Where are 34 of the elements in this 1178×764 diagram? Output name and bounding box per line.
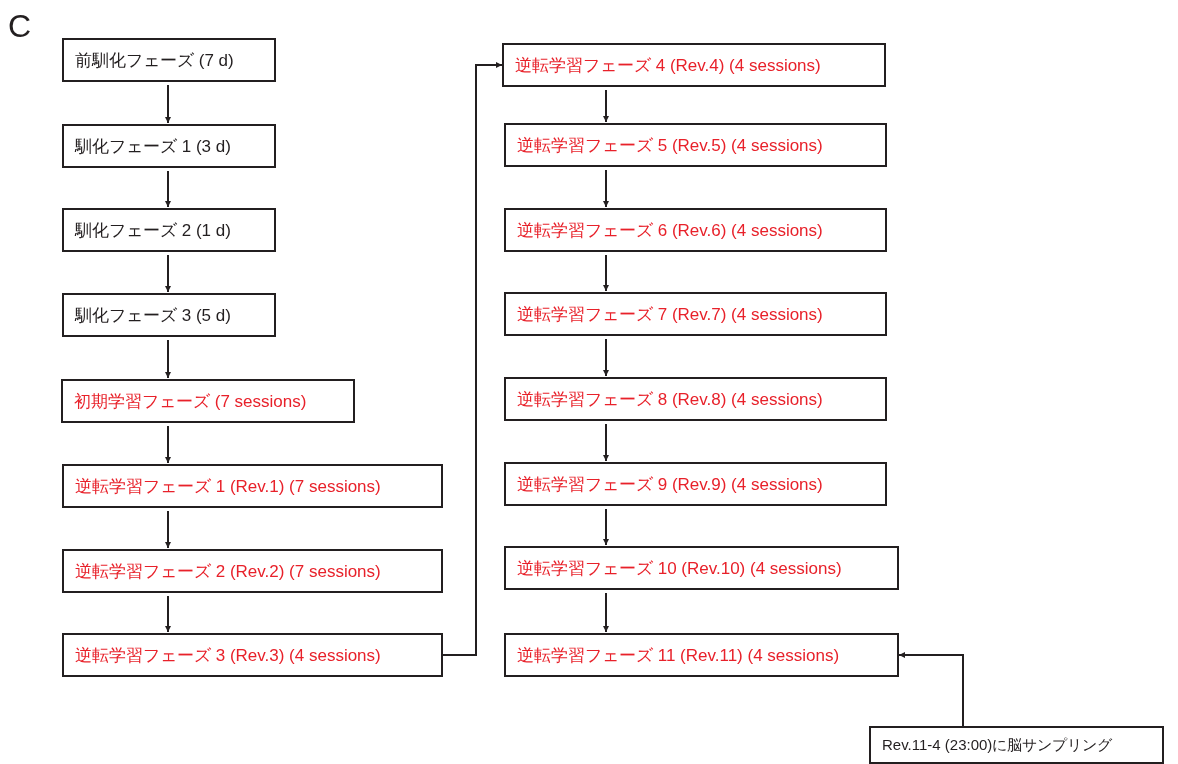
phase-box: 前馴化フェーズ (7 d) [62, 38, 276, 82]
arrow [165, 510, 171, 549]
arrow [603, 254, 609, 292]
phase-box: 馴化フェーズ 1 (3 d) [62, 124, 276, 168]
phase-box: 逆転学習フェーズ 7 (Rev.7) (4 sessions) [504, 292, 887, 336]
arrow [603, 592, 609, 633]
arrow [165, 84, 171, 124]
arrow [898, 652, 964, 727]
arrow [165, 425, 171, 464]
arrow [165, 170, 171, 208]
phase-box: 逆転学習フェーズ 8 (Rev.8) (4 sessions) [504, 377, 887, 421]
arrow [603, 338, 609, 377]
phase-box: Rev.11-4 (23:00)に脳サンプリング [869, 726, 1164, 764]
arrow [603, 169, 609, 208]
arrow [603, 423, 609, 462]
panel-letter: C [8, 8, 32, 45]
phase-box: 馴化フェーズ 2 (1 d) [62, 208, 276, 252]
phase-box: 逆転学習フェーズ 11 (Rev.11) (4 sessions) [504, 633, 899, 677]
arrow [603, 508, 609, 546]
phase-box: 逆転学習フェーズ 9 (Rev.9) (4 sessions) [504, 462, 887, 506]
phase-box: 初期学習フェーズ (7 sessions) [61, 379, 355, 423]
arrow [603, 89, 609, 123]
phase-box: 逆転学習フェーズ 2 (Rev.2) (7 sessions) [62, 549, 443, 593]
phase-box: 逆転学習フェーズ 1 (Rev.1) (7 sessions) [62, 464, 443, 508]
phase-box: 馴化フェーズ 3 (5 d) [62, 293, 276, 337]
phase-box: 逆転学習フェーズ 5 (Rev.5) (4 sessions) [504, 123, 887, 167]
arrow [165, 254, 171, 293]
arrow [165, 595, 171, 633]
phase-box: 逆転学習フェーズ 10 (Rev.10) (4 sessions) [504, 546, 899, 590]
arrow [442, 62, 503, 656]
phase-box: 逆転学習フェーズ 3 (Rev.3) (4 sessions) [62, 633, 443, 677]
arrow [165, 339, 171, 379]
phase-box: 逆転学習フェーズ 6 (Rev.6) (4 sessions) [504, 208, 887, 252]
phase-box: 逆転学習フェーズ 4 (Rev.4) (4 sessions) [502, 43, 886, 87]
